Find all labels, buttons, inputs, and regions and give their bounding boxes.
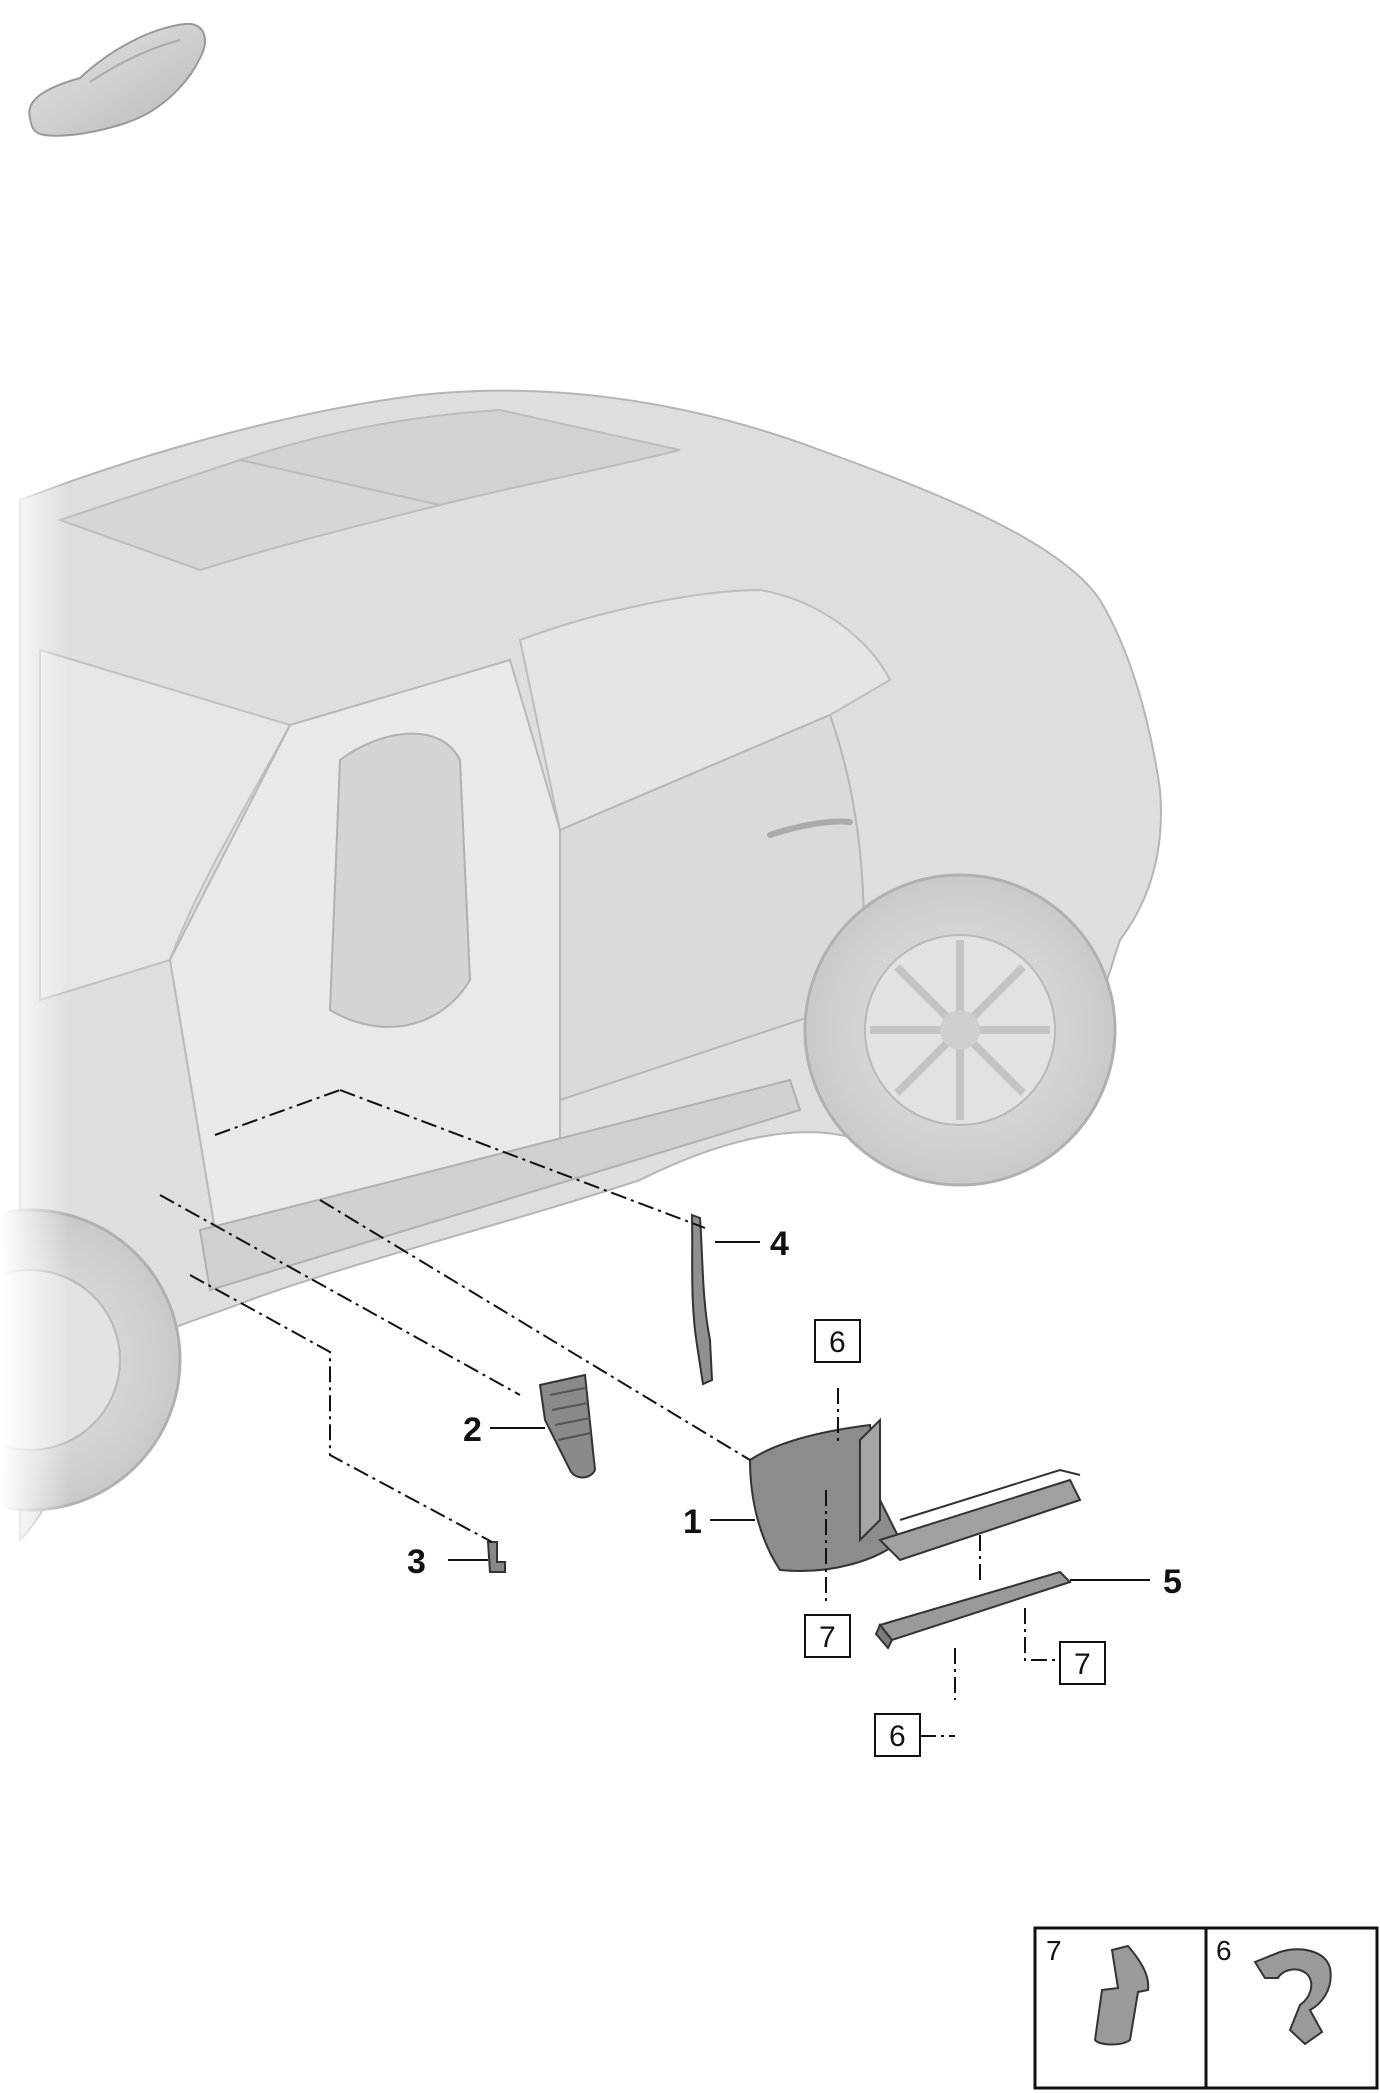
part-4-strip [690,1213,714,1386]
legend-cell-6-label: 6 [1216,1935,1232,1966]
callout-4: 4 [770,1225,789,1263]
callout-2: 2 [463,1411,482,1449]
boxed-ref-7-right: 7 [1059,1641,1106,1685]
spring-clip-icon [1093,1944,1150,2046]
part-1-trim [748,1417,1082,1572]
part-5-rail [874,1570,1072,1650]
callout-1: 1 [683,1503,702,1541]
car-thumbnail-icon [28,22,206,137]
legend-table: 7 6 [1033,1926,1379,2090]
legend-cell-7-label: 7 [1046,1935,1062,1966]
callout-3: 3 [407,1543,426,1581]
boxed-ref-label: 7 [819,1621,836,1654]
boxed-ref-label: 6 [829,1326,846,1359]
boxed-ref-7-left: 7 [804,1614,851,1658]
fastener-clip-icon [1253,1948,1332,2046]
leader-lines [159,1089,1060,1700]
vehicle-illustration [0,380,1162,1580]
boxed-ref-6-top: 6 [814,1319,861,1363]
boxed-ref-label: 7 [1074,1648,1091,1681]
boxed-ref-6-bottom: 6 [874,1713,921,1757]
boxed-ref-label: 6 [889,1720,906,1753]
part-3-clip [486,1541,506,1573]
callout-5: 5 [1163,1563,1182,1601]
part-2-panel [538,1373,597,1479]
callout-lines [448,1241,1150,1581]
